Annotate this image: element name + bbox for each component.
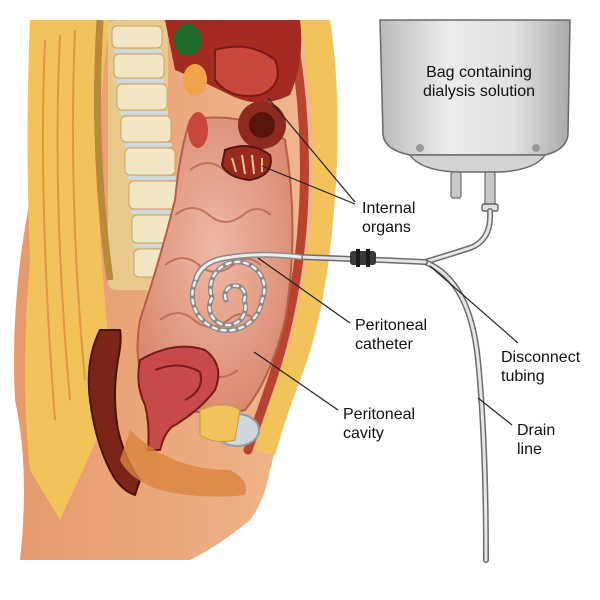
label-line: Drain <box>517 422 556 439</box>
catheter-connector <box>350 249 376 267</box>
label-line: organs <box>362 219 411 236</box>
label-dialysis-bag: Bag containing dialysis solution <box>404 63 554 101</box>
fat-layer-front <box>255 20 338 455</box>
pelvic-organs <box>87 329 260 497</box>
label-line: Bag containing <box>426 64 532 81</box>
label-line: Disconnect <box>501 349 581 366</box>
label-line: Peritoneal <box>355 317 428 334</box>
label-line: dialysis solution <box>422 83 536 100</box>
peritoneal-catheter <box>189 251 303 333</box>
label-peritoneal-cavity: Peritoneal cavity <box>343 405 415 443</box>
spine <box>94 19 183 290</box>
label-peritoneal-catheter: Peritoneal catheter <box>355 316 427 354</box>
label-line: catheter <box>355 336 413 353</box>
back-muscles <box>41 29 86 421</box>
dialysis-bag <box>379 19 571 212</box>
tubing <box>297 208 494 563</box>
abdominal-muscle <box>243 25 309 455</box>
label-line: tubing <box>501 368 545 385</box>
leader-lines <box>253 97 519 426</box>
upper-organs <box>165 20 302 182</box>
label-line: line <box>517 441 542 458</box>
label-drain-line: Drain line <box>517 421 555 459</box>
label-line: Peritoneal <box>343 406 416 423</box>
label-line: Internal <box>362 200 416 217</box>
label-internal-organs: Internal organs <box>362 199 415 237</box>
label-line: cavity <box>343 425 384 442</box>
label-disconnect-tubing: Disconnect tubing <box>501 348 580 386</box>
